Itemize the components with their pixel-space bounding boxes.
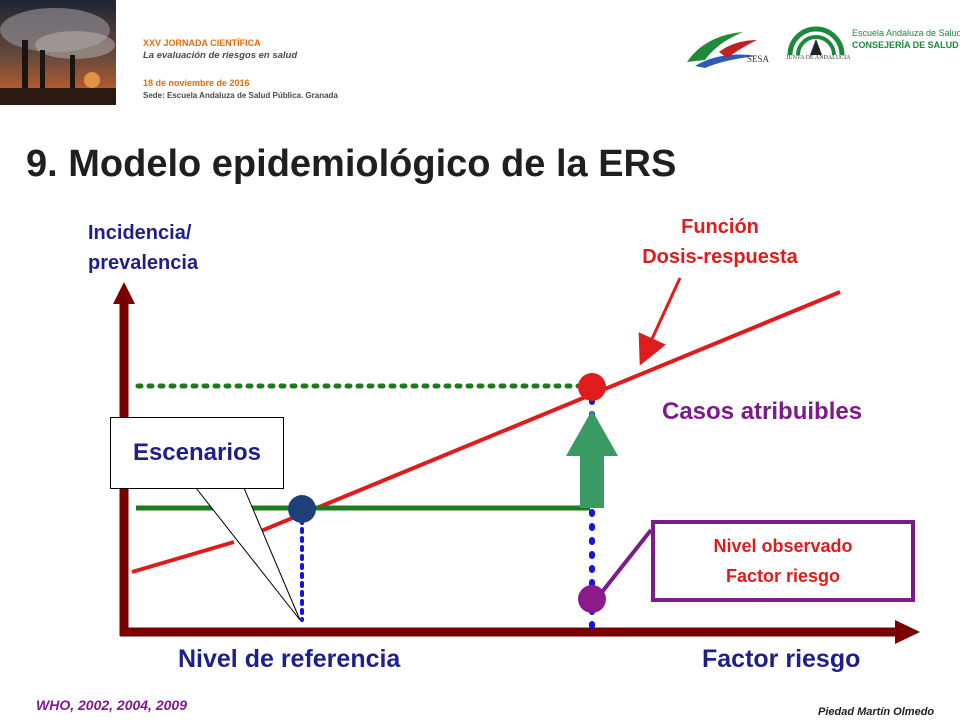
header-photo <box>0 0 116 105</box>
y-axis-label-line1: Incidencia/ <box>88 222 192 244</box>
curve-label-line1: Función <box>681 216 759 238</box>
dose-response-line <box>243 290 841 540</box>
y-axis-label: Incidencia/ prevalencia <box>88 218 198 278</box>
event-title: XXV JORNADA CIENTÍFICA <box>143 38 261 48</box>
curve-label: Función Dosis-respuesta <box>600 212 840 272</box>
y-axis-label-line2: prevalencia <box>88 252 199 274</box>
x-axis-arrowhead <box>895 620 920 644</box>
author: Piedad Martín Olmedo <box>818 706 935 718</box>
observed-label-line2: Factor riesgo <box>725 566 841 586</box>
easp-logo-label: Escuela Andaluza de Salud Pública <box>852 28 960 38</box>
curve-label-pointer <box>638 277 682 366</box>
scenarios-callout: Escenarios <box>110 417 284 489</box>
attributable-arrow-head <box>566 410 618 456</box>
event-subtitle: La evaluación de riesgos en salud <box>143 50 298 61</box>
observed-factor-point <box>578 585 606 613</box>
dose-response-line-start <box>131 540 235 574</box>
observed-label-line1: Nivel observado <box>713 536 853 556</box>
reference-level-label: Nivel de referencia <box>178 645 401 673</box>
junta-logo-icon <box>787 26 845 56</box>
observed-level-box: Nivel observado Factor riesgo <box>651 520 915 602</box>
x-axis-label: Factor riesgo <box>702 645 861 673</box>
junta-logo-label: JUNTA DE ANDALUCIA <box>786 55 851 61</box>
attributable-cases-label: Casos atribuibles <box>662 398 863 425</box>
scenarios-label: Escenarios <box>132 439 262 466</box>
observed-point <box>578 373 606 401</box>
attributable-arrow-shaft <box>580 452 604 508</box>
reference-point <box>288 495 316 523</box>
sesa-logo-label: SESA <box>747 54 770 64</box>
slide-title: 9. Modelo epidemiológico de la ERS <box>26 143 677 185</box>
sesa-logo-icon <box>687 32 757 68</box>
y-axis-arrowhead <box>113 282 135 304</box>
event-date: 18 de noviembre de 2016 <box>143 78 250 88</box>
curve-label-line2: Dosis-respuesta <box>642 246 798 268</box>
event-venue: Sede: Escuela Andaluza de Salud Pública.… <box>143 91 338 100</box>
citation: WHO, 2002, 2004, 2009 <box>36 697 187 713</box>
consejeria-logo-label: CONSEJERÍA DE SALUD <box>852 40 959 50</box>
observed-label-pointer <box>600 528 653 594</box>
